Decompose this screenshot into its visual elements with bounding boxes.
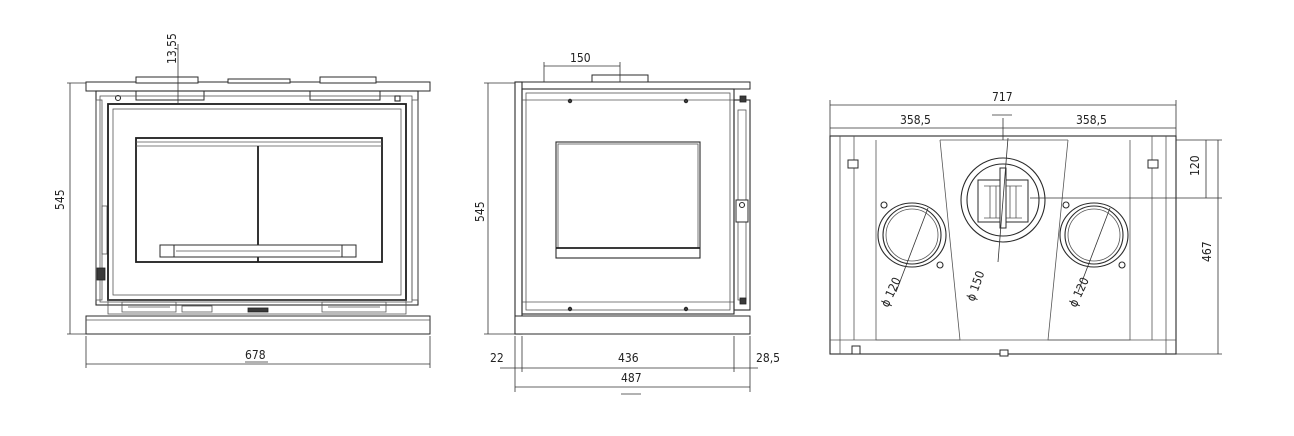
top-depth-label: 467: [1200, 241, 1214, 262]
front-bolt: [114, 94, 122, 102]
side-body-depth-label: 436: [618, 351, 639, 365]
side-dimensions: 545 150 22 436 28,5 487: [473, 51, 780, 395]
top-half-left-label: 358,5: [900, 113, 931, 127]
side-right-gap-label: 28,5: [756, 351, 780, 365]
front-side-strip-right: [411, 99, 419, 301]
front-grille: [107, 299, 407, 315]
front-height-label: 545: [53, 189, 67, 210]
front-hinge-top: [101, 205, 108, 255]
right-duct-diameter-label: ϕ 120: [1066, 275, 1092, 309]
front-flange-left: [135, 90, 205, 101]
front-bolt-right: [394, 95, 401, 102]
side-left-gap-label: 22: [490, 351, 504, 365]
top-right-channel: [1047, 139, 1131, 341]
side-view: [514, 74, 751, 335]
front-glass: [135, 137, 383, 263]
top-view: [829, 135, 1177, 357]
front-top-offset-label: 13,55: [165, 33, 179, 64]
side-top-plate: [521, 81, 751, 90]
front-dimensions: 545 678 13,55: [53, 33, 431, 368]
front-grille-slot: [247, 307, 269, 313]
side-base: [514, 315, 751, 335]
side-window: [555, 141, 701, 259]
top-left-duct: [877, 201, 947, 293]
front-top-outlet-right: [319, 76, 377, 84]
top-left-channel: [875, 139, 961, 341]
top-width-label: 717: [992, 90, 1013, 104]
side-height-label: 545: [473, 201, 487, 222]
front-casing: [95, 90, 419, 306]
top-tab-right: [1147, 159, 1159, 169]
front-flange-right: [309, 90, 381, 101]
side-rear-panel: [514, 81, 523, 335]
front-view: [85, 76, 431, 335]
front-door-frame: [107, 103, 407, 301]
center-flue-diameter-label: ϕ 150: [964, 269, 988, 303]
top-tab-left: [847, 159, 859, 169]
side-handle: [735, 199, 749, 223]
left-duct-diameter-label: ϕ 120: [878, 275, 904, 309]
side-flue-offset-label: 150: [570, 51, 591, 65]
top-center-flue: [960, 137, 1046, 263]
front-base: [85, 315, 431, 335]
top-right-duct: [1059, 201, 1129, 293]
front-side-strip-left: [95, 99, 103, 301]
top-flue-offset-label: 120: [1188, 155, 1202, 176]
front-casing-inner: [99, 95, 413, 303]
front-width-label: 678: [245, 348, 266, 362]
front-door-inner: [112, 108, 402, 296]
side-body: [521, 88, 735, 315]
front-hinge-bottom: [96, 267, 106, 281]
top-half-right-label: 358,5: [1076, 113, 1107, 127]
front-top-outlet-left: [135, 76, 199, 84]
front-top-outlet-center: [227, 78, 291, 84]
side-total-depth-label: 487: [621, 371, 642, 385]
